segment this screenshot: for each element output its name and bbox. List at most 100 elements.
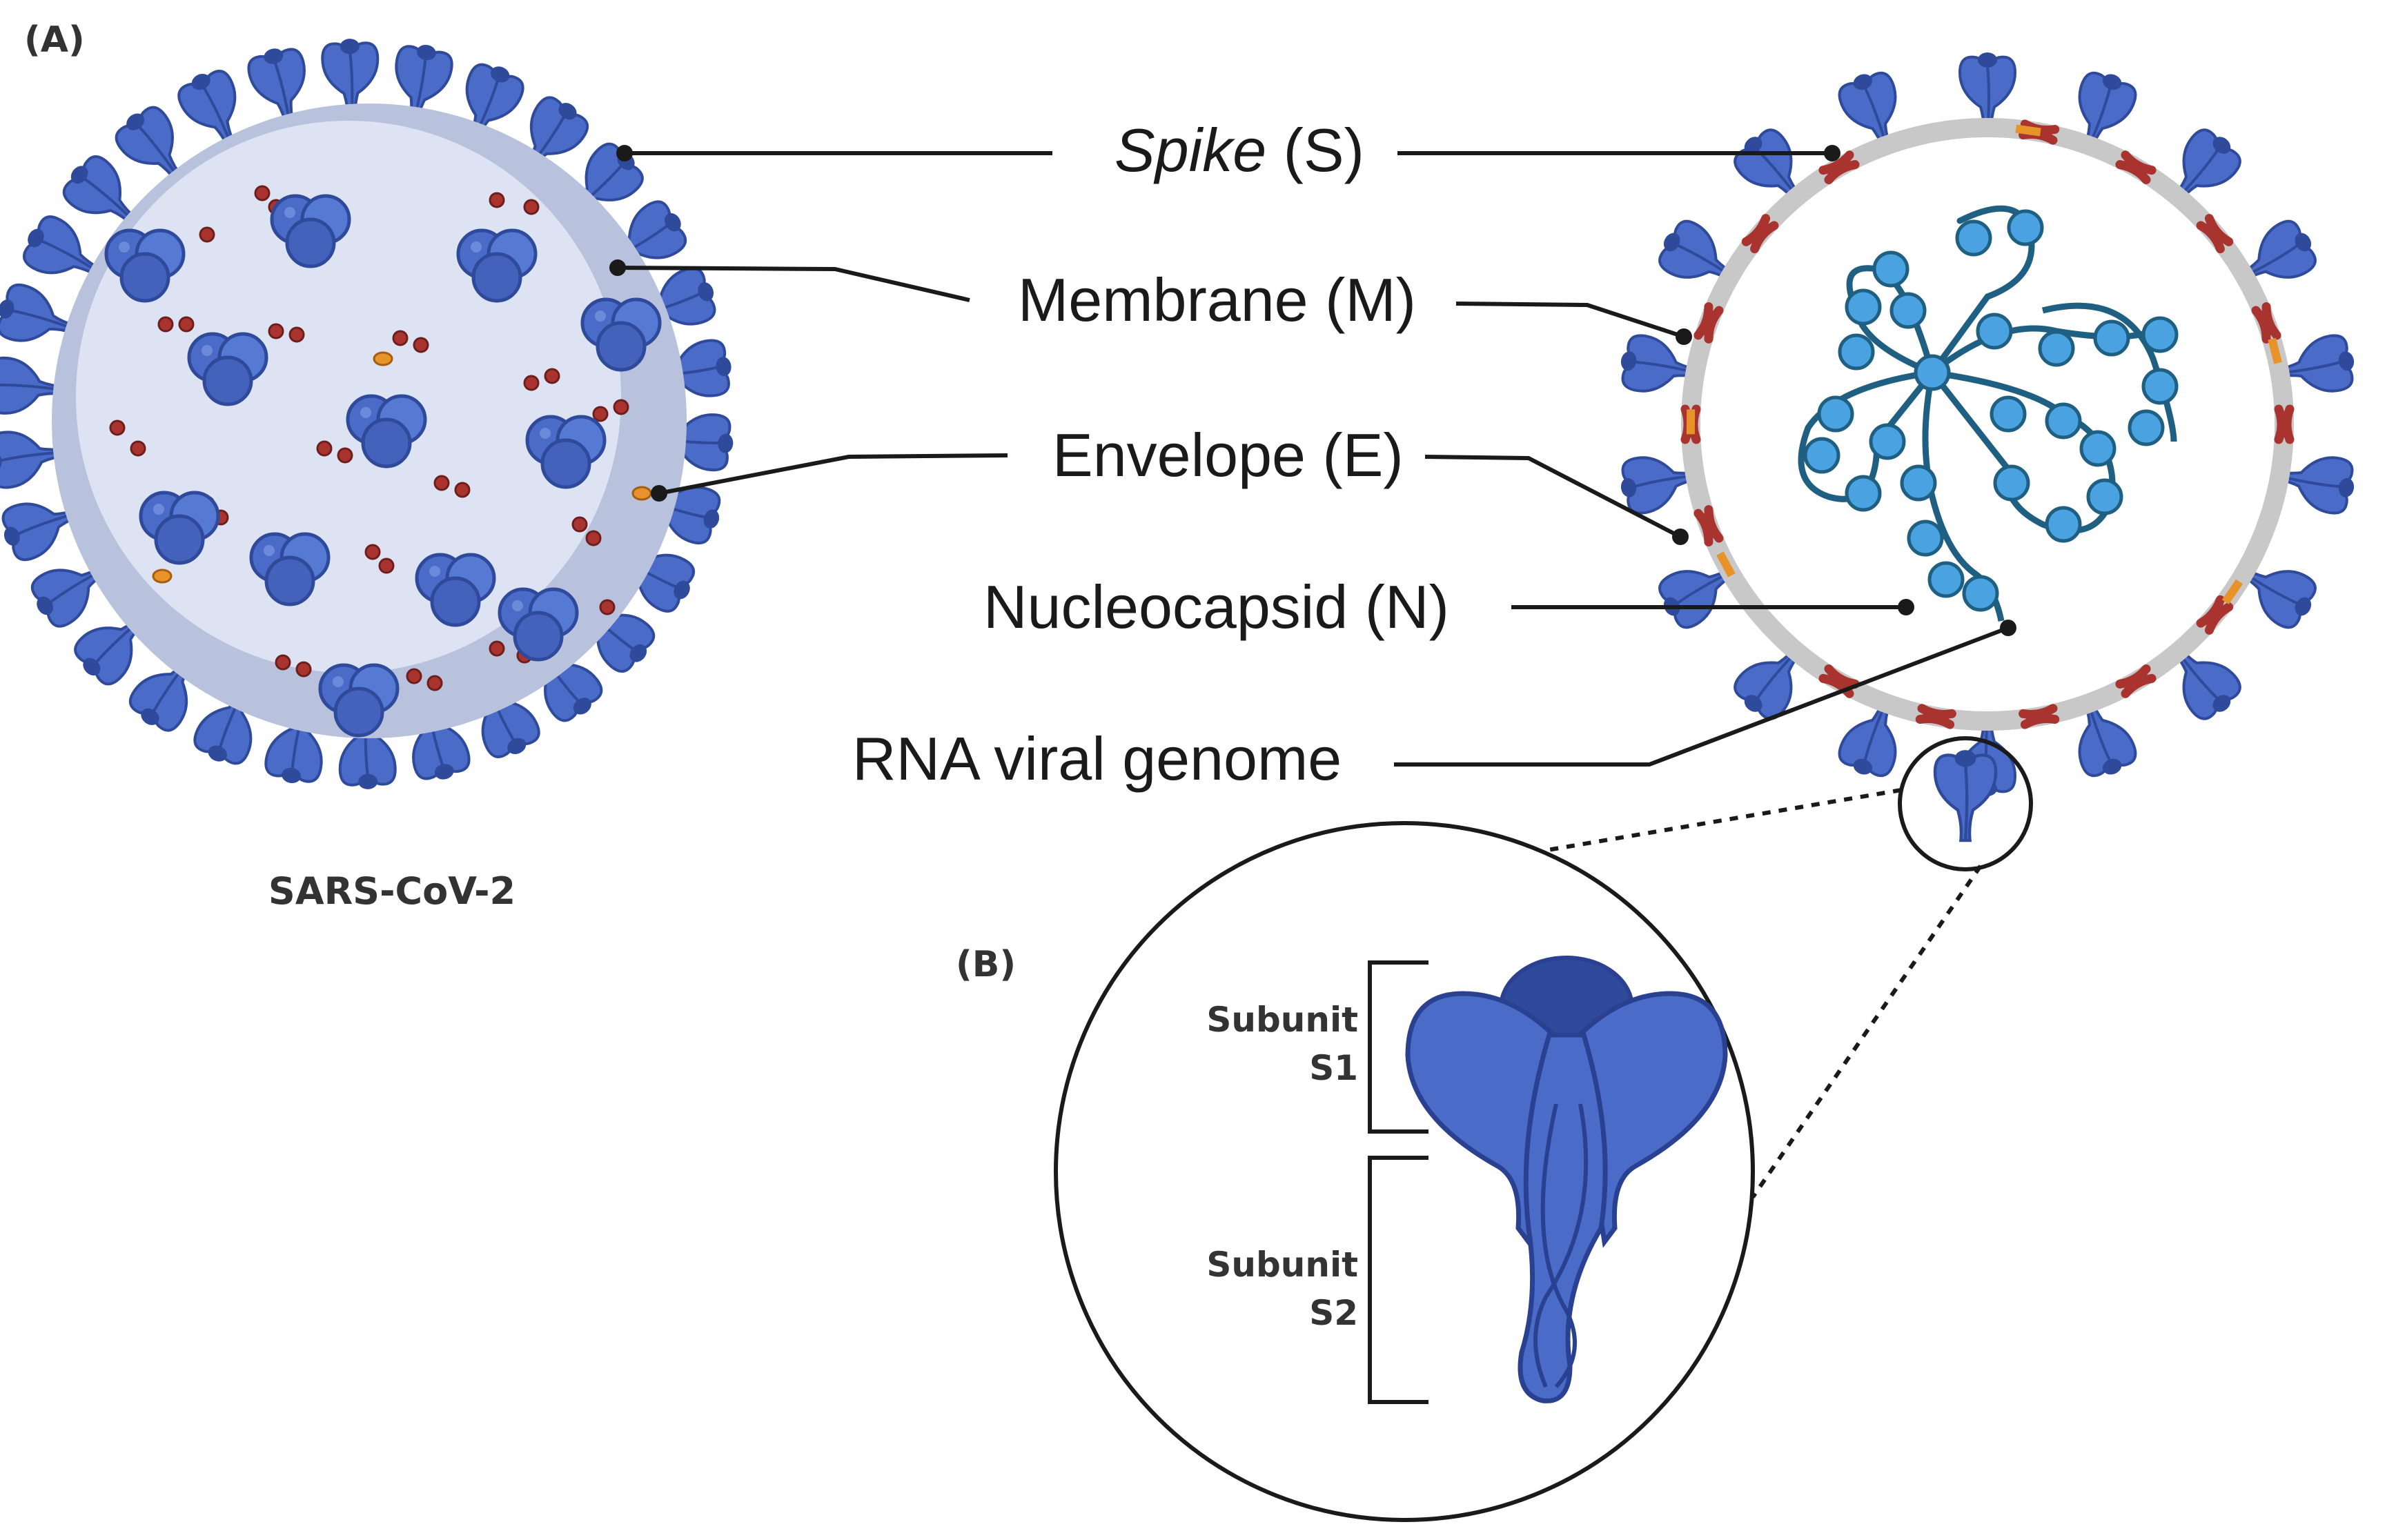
nucleocapsid-bead <box>1914 354 1951 391</box>
envelope-pointer-right <box>1672 529 1689 545</box>
membrane-protein-dots <box>109 185 652 691</box>
membrane-protein-dot <box>337 447 353 464</box>
s1-label-line2: S1 <box>1309 1048 1358 1088</box>
virion-3d-illustration <box>0 37 737 790</box>
envelope-protein-dot <box>152 569 173 584</box>
membrane-protein-dot <box>378 557 395 574</box>
membrane-protein-dot <box>288 326 305 343</box>
envelope-pointer-left <box>651 485 667 502</box>
nucleocapsid-pointer <box>1898 599 1914 615</box>
nucleocapsid-bead <box>2007 209 2044 246</box>
nucleocapsid-bead <box>2045 402 2082 440</box>
membrane-protein-dot <box>433 475 450 491</box>
virion-cross-section <box>1615 51 2360 798</box>
nucleocapsid-bead <box>2086 478 2123 515</box>
spike-zoom: Subunit S1 Subunit S2 <box>1054 736 2033 1522</box>
panel-b-label: (B) <box>956 944 1016 985</box>
nucleocapsid-bead <box>1845 475 1882 512</box>
envelope-leader-left <box>658 453 1008 495</box>
membrane-pointer-right <box>1676 328 1692 345</box>
m-protein <box>2279 409 2290 440</box>
envelope-protein-dot <box>631 486 652 501</box>
zoom-connector-left <box>1535 788 1902 854</box>
membrane-protein-dot <box>489 192 505 208</box>
membrane-protein-dot <box>254 185 271 201</box>
membrane-label: Membrane (M) <box>1018 266 1416 334</box>
nucleocapsid-bead <box>1838 333 1875 371</box>
membrane-protein-dot <box>199 226 215 243</box>
nucleocapsid-bead <box>2141 368 2179 405</box>
membrane-protein-dot <box>406 668 422 684</box>
virion-body <box>76 121 621 673</box>
s2-label-line1: Subunit <box>1206 1245 1358 1285</box>
spike-abbr: (S) <box>1266 116 1364 184</box>
membrane-protein-dot <box>295 661 312 678</box>
membrane-protein-dot <box>392 330 409 346</box>
membrane-protein-dot <box>109 419 126 436</box>
nucleocapsid-bead <box>1907 520 1944 557</box>
panel-a-label: (A) <box>24 19 85 61</box>
membrane-protein-dot <box>544 368 560 384</box>
membrane-protein-dot <box>178 316 195 333</box>
s2-label-line2: S2 <box>1309 1293 1358 1333</box>
membrane-leader-left <box>617 266 970 302</box>
membrane-protein-dot <box>157 316 174 333</box>
virus-name-label: SARS-CoV-2 <box>268 869 515 913</box>
s1-bracket <box>1368 960 1428 1134</box>
envelope-label: Envelope (E) <box>1052 421 1404 489</box>
nucleocapsid-bead <box>1993 464 2030 502</box>
rna-genome-label: RNA viral genome <box>852 724 1342 793</box>
nucleocapsid-bead <box>1872 250 1909 288</box>
nucleocapsid-bead <box>1845 288 1882 326</box>
nucleocapsid-proteins <box>1803 209 2179 612</box>
membrane-pointer-left <box>609 259 626 276</box>
membrane-protein-dot <box>413 337 429 353</box>
membrane-protein-dot <box>523 199 540 215</box>
nucleocapsid-bead <box>2079 430 2117 467</box>
nucleocapsid-bead <box>1927 561 1965 598</box>
nucleocapsid-bead <box>2093 319 2130 357</box>
membrane-protein-dot <box>592 406 609 422</box>
nucleocapsid-bead <box>2045 506 2082 543</box>
membrane-protein-dot <box>489 640 505 657</box>
membrane-protein-dot <box>426 675 443 691</box>
nucleocapsid-bead <box>1962 575 1999 612</box>
membrane-protein-dot <box>364 544 381 560</box>
nucleocapsid-bead <box>1976 313 2013 350</box>
nucleocapsid-bead <box>1869 423 1906 460</box>
nucleocapsid-bead <box>2128 409 2165 446</box>
zoom-connector-right <box>1751 865 1983 1198</box>
membrane-protein-dot <box>571 516 588 533</box>
component-labels: Spike (S) Membrane (M) Envelope (E) Nucl… <box>609 116 2016 793</box>
nucleocapsid-bead <box>2141 316 2179 353</box>
lipid-membrane-ring <box>1681 118 2294 731</box>
nucleocapsid-bead <box>1955 219 1992 257</box>
membrane-protein-dot <box>523 375 540 391</box>
membrane-protein-dot <box>275 654 291 671</box>
spike-label: Spike (S) <box>1114 116 1364 184</box>
nucleocapsid-bead <box>1990 395 2027 433</box>
m-protein <box>2023 709 2055 724</box>
spike-protein-detail <box>1405 956 1728 1403</box>
nucleocapsid-bead <box>1889 292 1927 329</box>
e-protein <box>1686 409 1696 435</box>
spike-pointer-right <box>1824 145 1840 161</box>
nucleocapsid-label: Nucleocapsid (N) <box>983 573 1449 641</box>
spike-word: Spike <box>1114 116 1266 184</box>
membrane-protein-dot <box>454 482 471 498</box>
s2-bracket <box>1368 1156 1428 1404</box>
nucleocapsid-bead <box>1817 395 1854 433</box>
zoom-source-circle <box>1898 736 2033 871</box>
m-protein <box>1920 709 1952 724</box>
rna-leader <box>1394 626 2010 767</box>
membrane-protein-dot <box>268 323 284 339</box>
membrane-leader-right <box>1455 302 1685 339</box>
envelope-protein-dot <box>373 351 393 366</box>
membrane-protein-dot <box>316 440 333 457</box>
envelope-leader-right <box>1424 455 1682 539</box>
nucleocapsid-bead <box>2038 330 2075 367</box>
membrane-protein-dot <box>599 599 616 615</box>
spike-pointer-left <box>616 145 633 161</box>
